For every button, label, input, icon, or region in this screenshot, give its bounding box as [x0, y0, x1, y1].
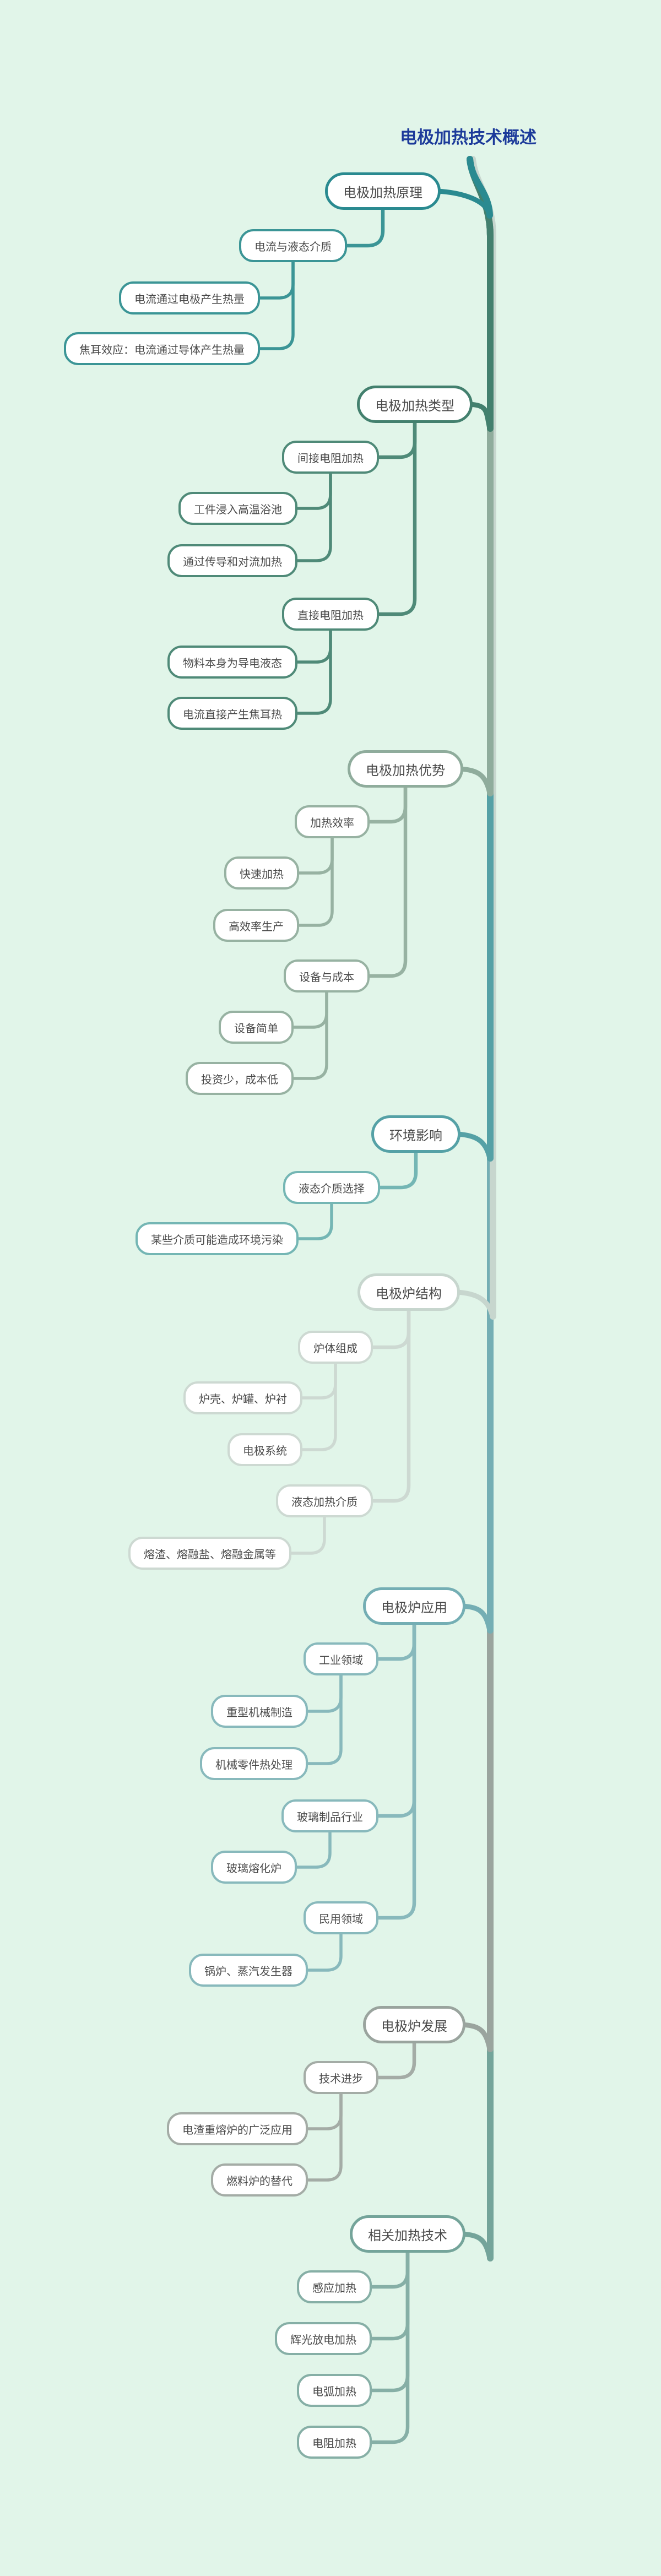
main-topic-node[interactable]: 电极加热优势 — [348, 750, 463, 788]
subtopic-node[interactable]: 技术进步 — [304, 2061, 378, 2094]
connector-path — [374, 417, 417, 459]
connector-path — [365, 782, 408, 978]
main-topic-node[interactable]: 电极炉结构 — [357, 1273, 460, 1311]
connector-path — [373, 1619, 416, 1661]
detail-node[interactable]: 电流直接产生焦耳热 — [167, 697, 297, 730]
connector-path — [459, 1603, 492, 1633]
detail-node[interactable]: 重型机械制造 — [211, 1695, 308, 1728]
connector-path — [304, 1671, 343, 1765]
main-topic-node[interactable]: 电极炉发展 — [363, 2006, 465, 2043]
detail-node[interactable]: 通过传导和对流加热 — [167, 544, 297, 577]
connector-path — [298, 1359, 337, 1400]
subtopic-node[interactable]: 感应加热 — [297, 2270, 372, 2303]
connector-path — [289, 988, 328, 1029]
connector-path — [467, 402, 492, 431]
subtopic-node[interactable]: 设备与成本 — [284, 959, 370, 993]
connector-path — [367, 2247, 410, 2341]
connector-path — [304, 1671, 343, 1713]
connector-path — [295, 833, 334, 875]
connector-path — [293, 469, 332, 510]
connector-path — [256, 257, 295, 300]
connector-path — [289, 988, 328, 1080]
connector-path — [304, 1929, 343, 1972]
subtopic-node[interactable]: 电弧加热 — [297, 2374, 372, 2407]
connector-path — [342, 204, 385, 248]
connector-path — [298, 1359, 337, 1451]
main-topic-node[interactable]: 电极炉应用 — [363, 1587, 465, 1625]
root-topic-title[interactable]: 电极加热技术概述 — [400, 128, 537, 147]
connector-path — [373, 2038, 416, 2080]
subtopic-node[interactable]: 玻璃制品行业 — [281, 1799, 378, 1832]
subtopic-node[interactable]: 直接电阻加热 — [282, 598, 379, 631]
subtopic-node[interactable]: 电阻加热 — [297, 2426, 372, 2459]
subtopic-node[interactable]: 液态加热介质 — [276, 1484, 373, 1517]
detail-node[interactable]: 某些介质可能造成环境污染 — [136, 1222, 299, 1255]
subtopic-node[interactable]: 民用领域 — [304, 1901, 378, 1934]
main-topic-node[interactable]: 电极加热类型 — [357, 386, 473, 423]
connector-path — [367, 2247, 410, 2444]
connector-path — [295, 833, 334, 927]
connector-path — [373, 1619, 416, 1920]
main-topic-node[interactable]: 环境影响 — [371, 1115, 460, 1153]
connector-path — [293, 626, 332, 715]
subtopic-node[interactable]: 电流与液态介质 — [239, 229, 347, 262]
connector-path — [373, 1619, 416, 1818]
connector-path — [287, 1512, 326, 1555]
main-topic-node[interactable]: 相关加热技术 — [350, 2215, 465, 2253]
connector-path — [459, 2231, 492, 2261]
subtopic-node[interactable]: 液态介质选择 — [283, 1171, 380, 1204]
detail-node[interactable]: 设备简单 — [219, 1011, 294, 1044]
connector-path — [435, 188, 492, 218]
subtopic-node[interactable]: 工业领域 — [304, 1642, 378, 1675]
detail-node[interactable]: 玻璃熔化炉 — [211, 1851, 297, 1884]
detail-node[interactable]: 炉壳、炉罐、炉衬 — [183, 1381, 302, 1414]
main-topic-node[interactable]: 电极加热原理 — [325, 172, 441, 210]
detail-node[interactable]: 投资少，成本低 — [186, 1062, 294, 1095]
subtopic-node[interactable]: 辉光放电加热 — [275, 2322, 372, 2355]
connector-path — [374, 417, 417, 616]
detail-node[interactable]: 熔渣、熔融盐、熔融金属等 — [128, 1537, 291, 1570]
connector-path — [293, 626, 332, 664]
detail-node[interactable]: 电流通过电极产生热量 — [119, 281, 260, 314]
detail-node[interactable]: 燃料炉的替代 — [211, 2163, 308, 2197]
detail-node[interactable]: 锅炉、蒸汽发生器 — [189, 1954, 308, 1987]
detail-node[interactable]: 机械零件热处理 — [200, 1747, 308, 1780]
detail-node[interactable]: 高效率生产 — [213, 909, 299, 942]
connector-path — [293, 469, 332, 562]
subtopic-node[interactable]: 加热效率 — [295, 805, 370, 838]
connector-path — [368, 1305, 411, 1349]
detail-node[interactable]: 工件浸入高温浴池 — [178, 492, 297, 525]
connector-path — [459, 2022, 492, 2052]
connector-path — [454, 1289, 495, 1319]
detail-node[interactable]: 焦耳效应：电流通过导体产生热量 — [64, 332, 260, 365]
detail-node[interactable]: 电渣重熔炉的广泛应用 — [167, 2112, 308, 2145]
connector-path — [294, 1199, 333, 1240]
subtopic-node[interactable]: 间接电阻加热 — [282, 441, 379, 474]
connector-path — [256, 257, 295, 350]
connector-path — [457, 766, 492, 796]
connector-path — [367, 2247, 410, 2289]
detail-node[interactable]: 电极系统 — [227, 1433, 302, 1466]
subtopic-node[interactable]: 炉体组成 — [298, 1331, 373, 1364]
detail-node[interactable]: 快速加热 — [224, 856, 299, 890]
connector-path — [454, 1131, 492, 1161]
connector-path — [304, 2089, 343, 2182]
connector-path — [375, 1147, 418, 1190]
detail-node[interactable]: 物料本身为导电液态 — [167, 646, 297, 679]
connector-path — [304, 2089, 343, 2130]
connector-path — [368, 1305, 411, 1503]
connector-path — [292, 1827, 332, 1869]
connector-path — [365, 782, 408, 824]
connector-path — [367, 2247, 410, 2393]
